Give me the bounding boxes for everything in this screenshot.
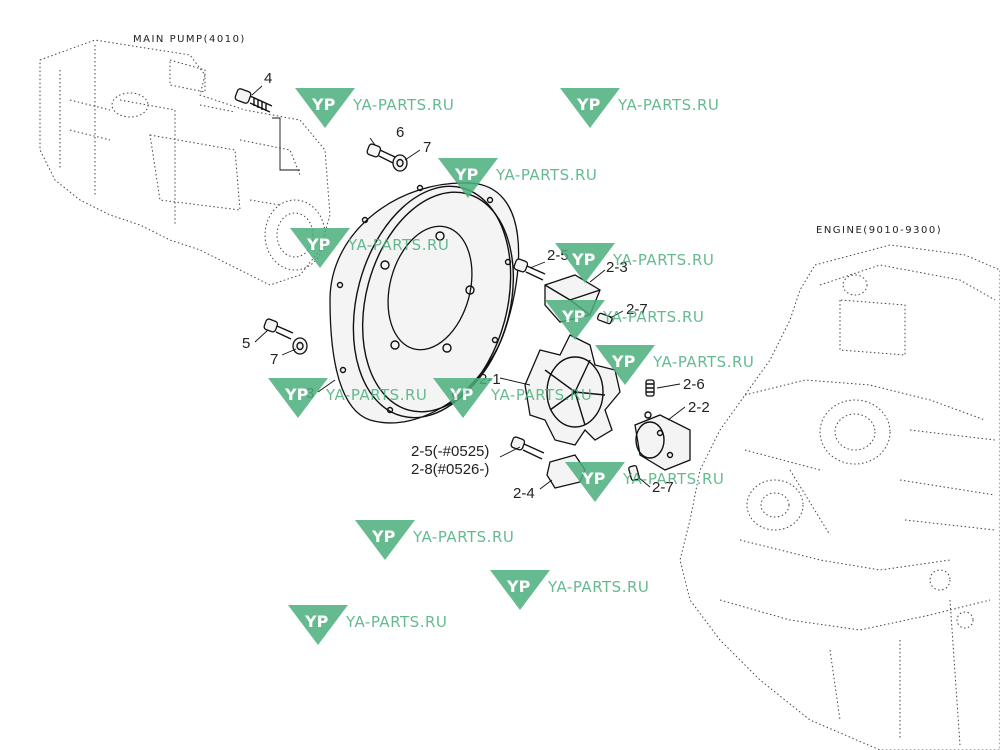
rubber-element-part-2-1 bbox=[524, 334, 621, 446]
bolt-part-2-5-bottom bbox=[510, 436, 545, 460]
pin-part-2-7-top bbox=[596, 312, 613, 325]
watermark-text: YA-PARTS.RU bbox=[622, 470, 724, 488]
watermark-logo-letters: YP bbox=[581, 469, 606, 488]
engine-drawing bbox=[679, 244, 1000, 750]
watermark-text: YA-PARTS.RU bbox=[652, 353, 754, 371]
watermark-triangle-icon bbox=[560, 88, 620, 128]
watermark-logo: YP YA-PARTS.RU bbox=[560, 88, 719, 128]
callout-2-8: 2-8(#0526-) bbox=[411, 461, 489, 478]
watermark-triangle-icon bbox=[555, 243, 615, 283]
watermark-triangle-icon bbox=[595, 345, 655, 385]
watermark-text: YA-PARTS.RU bbox=[612, 251, 714, 269]
watermark-text: YA-PARTS.RU bbox=[412, 528, 514, 546]
coupling-plate-part-3 bbox=[329, 182, 520, 424]
callout-2-5-bottom: 2-5(-#0525) bbox=[411, 443, 489, 460]
watermark-text: YA-PARTS.RU bbox=[347, 236, 449, 254]
watermark-text: YA-PARTS.RU bbox=[325, 386, 427, 404]
watermark-logo-letters: YP bbox=[284, 385, 309, 404]
watermark-logo: YP YA-PARTS.RU bbox=[555, 243, 714, 283]
watermark-logo: YP YA-PARTS.RU bbox=[595, 345, 754, 385]
watermark-text: YA-PARTS.RU bbox=[602, 308, 704, 326]
main-pump-drawing bbox=[39, 39, 331, 286]
callout-2-2: 2-2 bbox=[688, 399, 710, 416]
watermark-triangle-icon bbox=[295, 88, 355, 128]
watermark-triangle-icon bbox=[565, 462, 625, 502]
callout-2-7-top: 2-7 bbox=[626, 301, 648, 318]
hub-part-2-2 bbox=[634, 411, 691, 471]
callout-6: 6 bbox=[396, 124, 404, 141]
watermark-logo-letters: YP bbox=[454, 165, 479, 184]
watermark-logo-letters: YP bbox=[506, 577, 531, 596]
watermark-logo-letters: YP bbox=[571, 250, 596, 269]
watermark-logo-letters: YP bbox=[561, 307, 586, 326]
washer-part-7-top bbox=[392, 154, 408, 172]
watermark-logo: YP YA-PARTS.RU bbox=[288, 605, 447, 645]
watermark-logo-letters: YP bbox=[371, 527, 396, 546]
bolt-part-5 bbox=[263, 318, 294, 340]
main-pump-label: MAIN PUMP(4010) bbox=[133, 34, 246, 45]
callout-2-6: 2-6 bbox=[683, 376, 705, 393]
bolt-part-6 bbox=[366, 143, 396, 164]
watermark-triangle-icon bbox=[290, 228, 350, 268]
leader-lines bbox=[251, 85, 686, 490]
watermark-triangle-icon bbox=[355, 520, 415, 560]
watermark-text: YA-PARTS.RU bbox=[617, 96, 719, 114]
watermark-logo: YP YA-PARTS.RU bbox=[490, 570, 649, 610]
watermark-triangle-icon bbox=[288, 605, 348, 645]
watermark-logo: YP YA-PARTS.RU bbox=[433, 378, 592, 418]
watermark-logo-letters: YP bbox=[576, 95, 601, 114]
watermark-logo: YP YA-PARTS.RU bbox=[268, 378, 427, 418]
watermark-text: YA-PARTS.RU bbox=[352, 96, 454, 114]
watermark-logo-letters: YP bbox=[611, 352, 636, 371]
watermark-triangle-icon bbox=[268, 378, 328, 418]
callout-7-top: 7 bbox=[423, 139, 431, 156]
watermark-logo: YP YA-PARTS.RU bbox=[290, 228, 449, 268]
watermark-logo-letters: YP bbox=[311, 95, 336, 114]
watermark-triangle-icon bbox=[433, 378, 493, 418]
watermark-logo-letters: YP bbox=[449, 385, 474, 404]
watermark-triangle-icon bbox=[545, 300, 605, 340]
watermark-logo: YP YA-PARTS.RU bbox=[355, 520, 514, 560]
callout-7-bottom: 7 bbox=[270, 351, 278, 368]
washer-part-7-bottom bbox=[292, 337, 308, 355]
callout-5: 5 bbox=[242, 335, 250, 352]
bolt-part-4 bbox=[234, 88, 273, 113]
watermark-text: YA-PARTS.RU bbox=[547, 578, 649, 596]
watermark-logo-letters: YP bbox=[304, 612, 329, 631]
bolt-part-2-5-top bbox=[513, 258, 546, 281]
callout-2-4: 2-4 bbox=[513, 485, 535, 502]
watermark-logo: YP YA-PARTS.RU bbox=[565, 462, 724, 502]
watermark-logo: YP YA-PARTS.RU bbox=[295, 88, 454, 128]
watermark-text: YA-PARTS.RU bbox=[345, 613, 447, 631]
callout-2-7-bottom: 2-7 bbox=[652, 479, 674, 496]
callout-2-3: 2-3 bbox=[606, 259, 628, 276]
engine-label: ENGINE(9010-9300) bbox=[816, 225, 942, 236]
watermark-triangle-icon bbox=[490, 570, 550, 610]
setscrew-part-2-6 bbox=[645, 379, 655, 397]
watermark-triangle-icon bbox=[438, 158, 498, 198]
watermark-text: YA-PARTS.RU bbox=[495, 166, 597, 184]
watermark-logo: YP YA-PARTS.RU bbox=[545, 300, 704, 340]
watermark-logo-letters: YP bbox=[306, 235, 331, 254]
pin-part-2-7-bottom bbox=[628, 465, 640, 481]
watermark-logo: YP YA-PARTS.RU bbox=[438, 158, 597, 198]
watermark-text: YA-PARTS.RU bbox=[490, 386, 592, 404]
callout-4: 4 bbox=[264, 70, 272, 87]
